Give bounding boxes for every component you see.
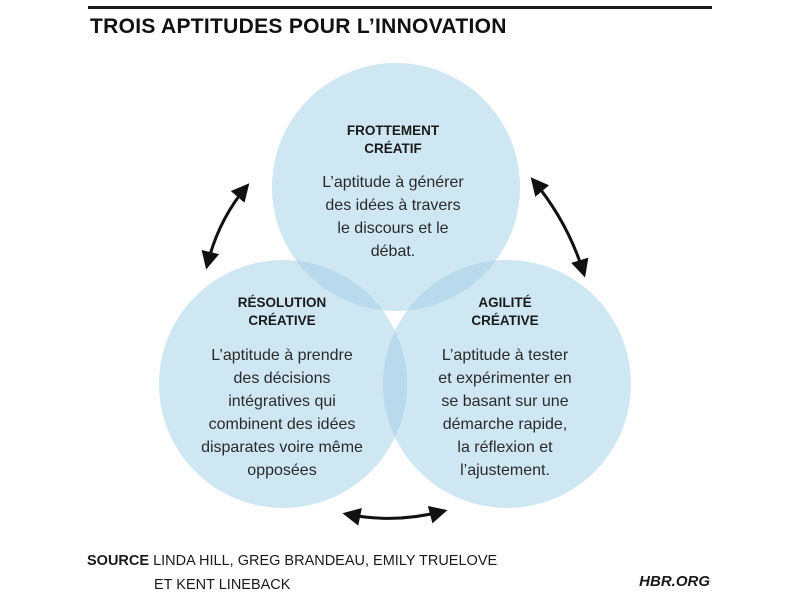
resolution-text-4: combinent des idées (209, 416, 356, 433)
resolution-title-1: RÉSOLUTION (238, 295, 327, 310)
agilite-text-6: l’ajustement. (460, 462, 550, 479)
resolution-text-1: L’aptitude à prendre (211, 347, 353, 364)
agilite-title-2: CRÉATIVE (471, 313, 538, 328)
circle-frottement (272, 63, 520, 311)
agilite-title-1: AGILITÉ (478, 295, 531, 310)
agilite-text-3: se basant sur une (441, 393, 568, 410)
agilite-text-1: L’aptitude à tester (442, 347, 569, 364)
circle-resolution (159, 260, 407, 508)
resolution-text-3: intégratives qui (228, 393, 336, 410)
circle-agilite (383, 260, 631, 508)
source-authors-line2: ET KENT LINEBACK (154, 577, 291, 593)
source-authors-line1: LINDA HILL, GREG BRANDEAU, EMILY TRUELOV… (153, 553, 498, 569)
frottement-text-4: débat. (371, 243, 415, 260)
frottement-text-3: le discours et le (337, 220, 448, 237)
agilite-text-4: démarche rapide, (443, 416, 568, 433)
frottement-text-2: des idées à travers (325, 197, 460, 214)
arrow-bottom-icon (342, 505, 448, 526)
arrow-right-icon (530, 177, 589, 278)
frottement-text-1: L’aptitude à générer (322, 174, 464, 191)
agilite-text-2: et expérimenter en (438, 370, 571, 387)
resolution-text-5: disparates voire même (201, 439, 363, 456)
source-label: SOURCE (87, 553, 150, 569)
resolution-title-2: CRÉATIVE (248, 313, 315, 328)
top-rule (88, 6, 712, 9)
resolution-text-2: des décisions (234, 370, 331, 387)
resolution-text-6: opposées (247, 462, 316, 479)
agilite-text-5: la réflexion et (457, 439, 553, 456)
page-title: TROIS APTITUDES POUR L’INNOVATION (90, 15, 507, 38)
frottement-title-1: FROTTEMENT (347, 123, 440, 138)
brand-logo[interactable]: HBR.ORG (639, 573, 710, 590)
arrow-left-icon (201, 183, 250, 270)
frottement-title-2: CRÉATIF (364, 141, 422, 156)
source-credit: SOURCE LINDA HILL, GREG BRANDEAU, EMILY … (87, 549, 497, 597)
